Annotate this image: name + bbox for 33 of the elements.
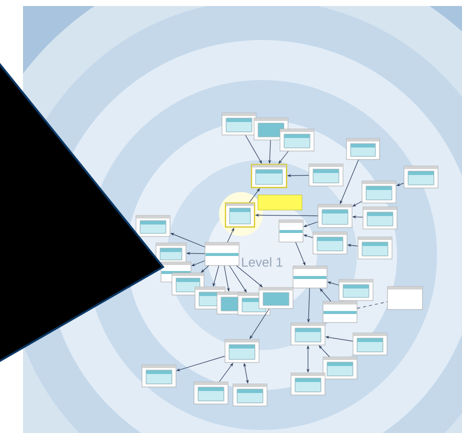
entity-box: [280, 128, 314, 152]
entity-box: [338, 279, 374, 301]
entity-box: [194, 382, 228, 404]
entity-box: [172, 272, 204, 296]
entity-box: [308, 164, 344, 186]
entity-box: [224, 339, 260, 363]
entity-box: [404, 166, 438, 188]
entity-box: [322, 301, 358, 323]
entity-box: [278, 220, 304, 242]
entity-box: [362, 206, 398, 230]
entity-box: [204, 242, 240, 266]
entity-box: [232, 384, 268, 406]
connector-line: [356, 302, 388, 309]
entity-box: [322, 356, 358, 380]
entity-box: [250, 164, 288, 188]
entity-box: [312, 232, 348, 254]
entity-box: [142, 364, 176, 388]
entity-box: [222, 112, 256, 136]
entity-box: [292, 266, 328, 288]
entity-box: [290, 322, 326, 346]
arrow: [249, 188, 260, 203]
entity-box: [358, 236, 392, 260]
level-label: Level 1: [242, 257, 282, 267]
entity-box: [136, 215, 170, 237]
entity-box: [352, 332, 388, 356]
entity-box: [258, 287, 294, 309]
entity-box: [290, 372, 326, 396]
entity-box: [224, 202, 256, 228]
entity-box: [387, 286, 423, 310]
entity-box: [156, 242, 186, 264]
entity-box: [346, 138, 380, 160]
entity-box: [318, 204, 352, 228]
entity-box: [362, 180, 396, 204]
